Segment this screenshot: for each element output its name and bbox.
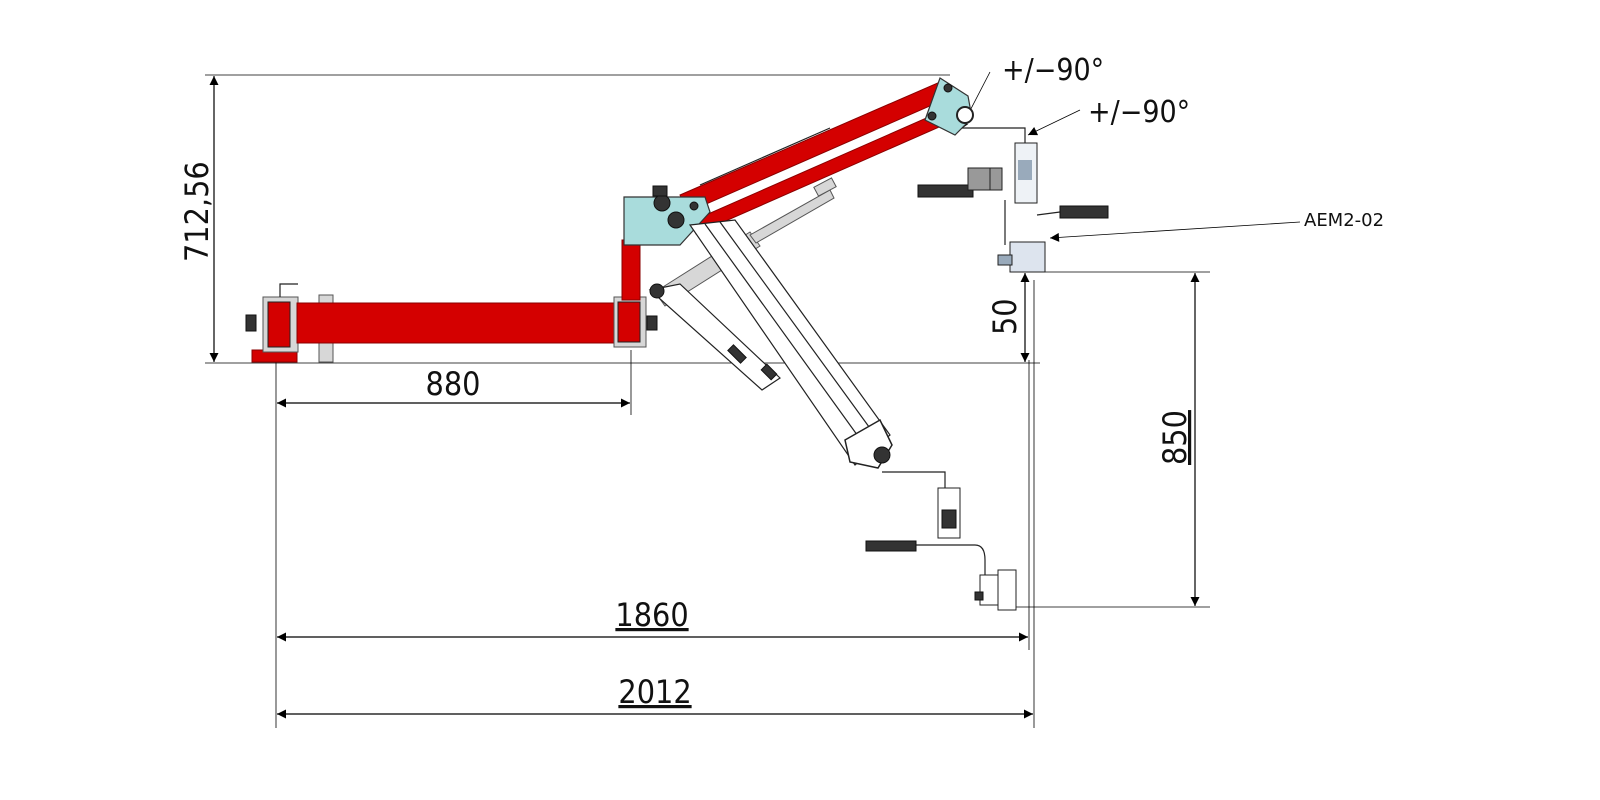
rotation-label-top: +/−90° [1002,53,1104,88]
elbow-joint-head [623,185,711,246]
lower-swing-arm [648,219,893,469]
vertical-riser [621,239,641,301]
dimension-2012: 2012 [618,673,691,711]
elbow-joint-lower [613,296,658,348]
model-callout: AEM2-02 [1304,210,1384,231]
dimension-850: 850 [1156,410,1194,465]
upper-tool-head [917,127,1109,273]
dimension-880: 880 [426,365,481,403]
dimension-height-left: 712,56 [178,161,216,262]
dimension-1860: 1860 [615,596,688,634]
horizontal-arm [296,302,616,344]
lower-tool-head [865,471,1017,611]
labels: 712,56 880 1860 2012 850 50 +/−90° +/−90… [178,53,1384,711]
upper-parallel-arms [679,81,949,235]
dimension-lines [205,71,1301,728]
rotation-label-second: +/−90° [1088,95,1190,130]
dimension-50: 50 [986,298,1024,335]
